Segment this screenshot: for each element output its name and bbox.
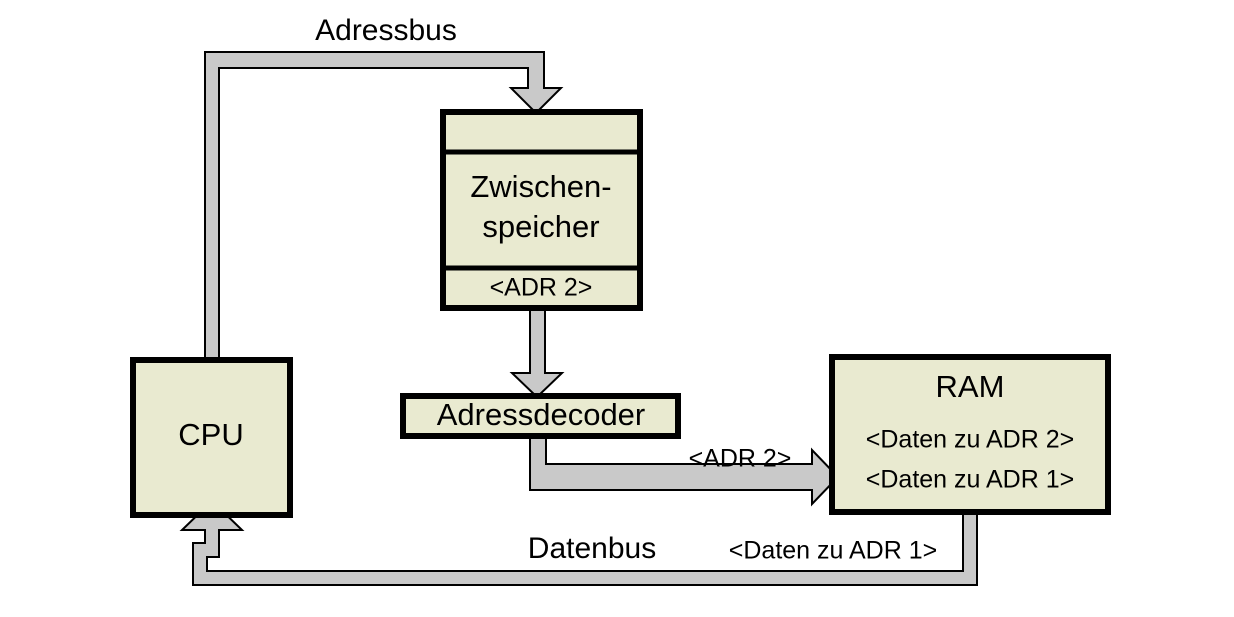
zwischenspeicher-value: <ADR 2> <box>490 274 593 302</box>
block-zwischenspeicher[interactable]: Zwischen- speicher <ADR 2> <box>440 109 643 311</box>
cpu-label: CPU <box>178 417 243 452</box>
block-cpu[interactable]: CPU <box>130 357 293 518</box>
connector-adressbus <box>204 51 564 361</box>
adressbus-label: Adressbus <box>315 14 457 47</box>
zwischenspeicher-box <box>440 109 643 311</box>
block-ram[interactable]: RAM <Daten zu ADR 2> <Daten zu ADR 1> <box>829 354 1111 515</box>
connector-zwischenspeicher-adressdecoder <box>509 307 565 399</box>
cpu-box <box>130 357 293 518</box>
ram-content-line2: <Daten zu ADR 1> <box>866 466 1074 494</box>
daten-zu-adr1-transfer-label: <Daten zu ADR 1> <box>729 537 937 565</box>
ram-box <box>829 354 1111 515</box>
adressdecoder-box <box>400 393 681 439</box>
block-adressdecoder[interactable]: Adressdecoder <box>400 393 681 439</box>
adr2-transfer-label: <ADR 2> <box>689 445 792 473</box>
zwischenspeicher-label-line2: speicher <box>482 209 599 244</box>
ram-label: RAM <box>936 369 1005 404</box>
zwischenspeicher-label-line1: Zwischen- <box>470 169 611 204</box>
datenbus-label: Datenbus <box>528 532 656 565</box>
connector-adressdecoder-ram <box>529 435 840 507</box>
adressdecoder-label: Adressdecoder <box>437 397 646 432</box>
ram-content-line1: <Daten zu ADR 2> <box>866 426 1074 454</box>
